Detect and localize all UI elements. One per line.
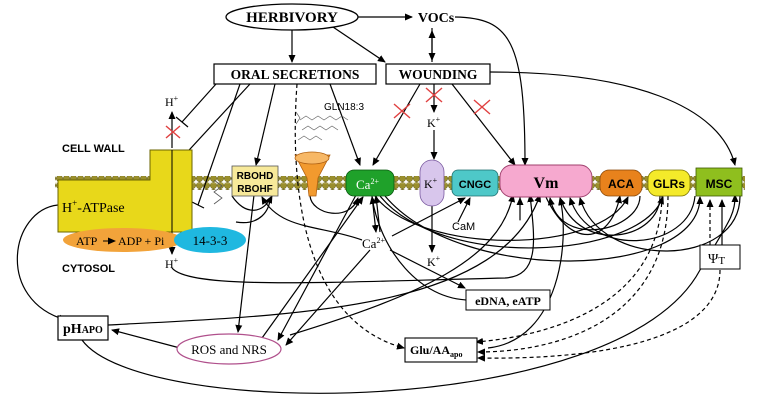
ros-node — [176, 333, 282, 365]
k-channel-node — [419, 159, 445, 207]
cam-label: CaM — [452, 221, 475, 233]
adp-pi-label: ADP + Pi — [118, 234, 165, 248]
herbivory-label: HERBIVORY — [246, 10, 338, 26]
cytosol-label: CYTOSOL — [62, 263, 115, 275]
ph-apo-node — [57, 315, 109, 341]
wounding-node — [385, 63, 491, 85]
receptor-icon — [294, 151, 331, 197]
gln-molecule-icon — [295, 111, 349, 141]
cell-wall-label: CELL WALL — [62, 143, 125, 155]
glu-aa-node — [404, 337, 478, 363]
glrs-node — [647, 169, 691, 197]
gln-label: GLN18:3 — [324, 102, 364, 113]
h-atpase-label: H+-ATPase — [62, 198, 125, 216]
cngc-node — [451, 169, 499, 197]
protein-1433-label: 14-3-3 — [193, 233, 228, 248]
k-plus-bottom: K+ — [427, 254, 441, 269]
ca-channel-node — [345, 169, 395, 197]
block-mark-right — [473, 99, 491, 115]
msc-label: MSC — [706, 177, 733, 191]
vm-node — [499, 164, 593, 198]
wounding-label: WOUNDING — [399, 67, 478, 82]
atp-label: ATP — [76, 234, 98, 248]
oral-secretions-label: ORAL SECRETIONS — [231, 67, 360, 82]
vocs-label: VOCs — [418, 11, 455, 26]
connectors — [16, 13, 741, 394]
h-plus-bottom: H+ — [165, 256, 179, 271]
glu-aa-label: Glu/AAapo — [410, 343, 462, 359]
h-atpase-node — [57, 149, 193, 233]
protein-1433-node — [174, 227, 246, 253]
oral-secretions-node — [213, 63, 377, 85]
ph-apo-label: pHAPO — [63, 322, 103, 337]
ca-channel-label: Ca2+ — [356, 177, 379, 192]
edna-label: eDNA, eATP — [475, 294, 541, 308]
psi-t-label: ΨT — [708, 252, 725, 267]
edna-node — [465, 289, 551, 311]
vm-label: Vm — [534, 175, 560, 192]
ros-label: ROS and NRS — [191, 342, 267, 357]
atp-node — [63, 228, 183, 252]
h-plus-top: H+ — [165, 94, 179, 109]
ca-cytosol-label: Ca2+ — [362, 236, 385, 251]
herbivory-node — [225, 3, 359, 31]
psi-t-node — [699, 244, 741, 270]
block-mark-k — [425, 87, 443, 103]
rbohf-label: RBOHF — [237, 184, 273, 195]
block-mark-left — [393, 103, 411, 119]
rbohd-label: RBOHD — [237, 171, 274, 182]
k-channel-label: K+ — [424, 176, 438, 191]
k-plus-top: K+ — [427, 115, 441, 130]
aca-label: ACA — [608, 177, 634, 191]
aca-node — [599, 169, 643, 197]
blocked-marks — [165, 87, 491, 139]
block-mark-h — [165, 125, 181, 139]
glrs-label: GLRs — [653, 177, 685, 191]
phospho-squiggle — [213, 179, 223, 205]
cngc-label: CNGC — [459, 179, 491, 191]
msc-node — [695, 167, 743, 197]
rboh-node — [231, 165, 279, 197]
